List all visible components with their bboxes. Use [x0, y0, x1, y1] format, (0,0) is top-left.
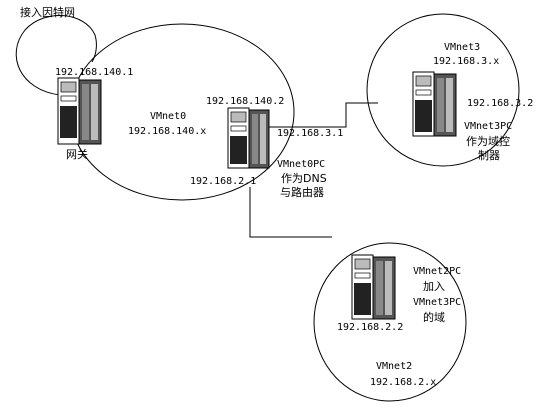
- vmnet0pc-label-line3: 与路由器: [280, 186, 324, 199]
- vmnet3pc-icon: [412, 71, 457, 137]
- internet-label: 接入因特网: [20, 6, 75, 19]
- vmnet2pc-icon: [351, 254, 396, 320]
- vmnet3pc-ip: 192.168.3.2: [467, 98, 534, 109]
- vmnet2pc-ip: 192.168.2.2: [337, 322, 404, 333]
- vmnet2pc-label-line2: 加入: [423, 280, 445, 293]
- link-vmnet0pc-vmnet2: [249, 187, 332, 238]
- gateway-ip: 192.168.140.1: [55, 67, 134, 78]
- vmnet3pc-label-line3: 制器: [478, 149, 500, 162]
- vmnet3pc-label-line2: 作为域控: [466, 135, 510, 148]
- vmnet3pc-label-line1: VMnet3PC: [464, 121, 513, 132]
- internet-cloud-loop: [15, 15, 97, 96]
- vmnet0pc-label-line2: 作为DNS: [281, 172, 327, 185]
- gateway-pc-icon: [57, 77, 102, 145]
- vmnet0pc-ip-vmnet2: 192.168.2.1: [190, 176, 257, 187]
- vmnet0pc-ip-vmnet3: 192.168.3.1: [277, 128, 344, 139]
- vmnet0-name: VMnet0: [150, 111, 187, 122]
- vmnet3-subnet: 192.168.3.x: [433, 56, 500, 67]
- vmnet0pc-ip-vmnet0: 192.168.140.2: [206, 96, 285, 107]
- gateway-label: 网关: [66, 148, 88, 161]
- vmnet2pc-label-line1: VMnet2PC: [413, 266, 462, 277]
- vmnet2-circle: [313, 242, 467, 402]
- vmnet3-circle: [366, 13, 520, 167]
- vmnet3-name: VMnet3: [444, 42, 481, 53]
- vmnet2-name: VMnet2: [376, 361, 413, 372]
- vmnet0-subnet: 192.168.140.x: [128, 126, 207, 137]
- link-vmnet0pc-vmnet3: [265, 102, 378, 128]
- vmnet0pc-icon: [227, 107, 270, 169]
- vmnet2-subnet: 192.168.2.x: [370, 377, 437, 388]
- vmnet2pc-label-line3: VMnet3PC: [413, 297, 462, 308]
- vmnet2pc-label-line4: 的域: [423, 311, 445, 324]
- vmnet0pc-label-line1: VMnet0PC: [277, 159, 326, 170]
